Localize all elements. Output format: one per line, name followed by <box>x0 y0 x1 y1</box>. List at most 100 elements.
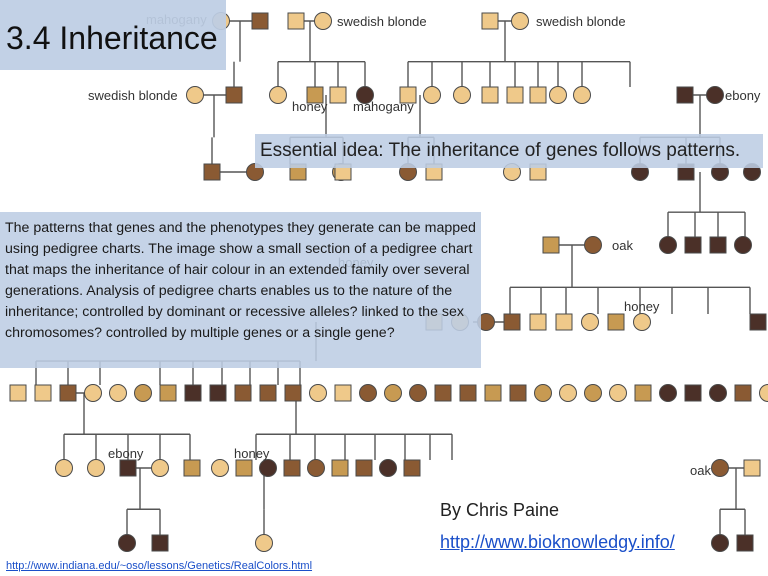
male-individual <box>709 236 727 254</box>
author-credit: By Chris Paine <box>440 500 560 520</box>
male-individual <box>542 236 560 254</box>
male-individual <box>355 459 373 477</box>
female-individual <box>584 236 602 254</box>
essential-idea-text: Essential idea: The inheritance of genes… <box>260 140 741 161</box>
male-individual <box>331 459 349 477</box>
male-individual <box>676 86 694 104</box>
label-honey-2: honey <box>624 299 660 314</box>
female-individual <box>549 86 567 104</box>
female-individual <box>659 236 677 254</box>
male-individual <box>306 86 324 104</box>
male-individual <box>403 459 421 477</box>
male-individual <box>506 86 524 104</box>
male-individual <box>159 384 177 402</box>
male-individual <box>684 236 702 254</box>
female-individual <box>659 384 677 402</box>
label-ebony-bottom: ebony <box>108 446 144 461</box>
male-individual <box>203 163 221 181</box>
label-honey-bottom: honey <box>234 446 270 461</box>
female-individual <box>759 384 768 402</box>
male-individual <box>283 459 301 477</box>
male-individual <box>459 384 477 402</box>
female-individual <box>151 459 169 477</box>
label-swedish-blonde-left: swedish blonde <box>88 88 178 103</box>
female-individual <box>87 459 105 477</box>
female-individual <box>379 459 397 477</box>
female-individual <box>423 86 441 104</box>
male-individual <box>235 459 253 477</box>
female-individual <box>134 384 152 402</box>
female-individual <box>706 86 724 104</box>
female-individual <box>255 534 273 552</box>
male-individual <box>287 12 305 30</box>
female-individual <box>584 384 602 402</box>
female-individual <box>211 459 229 477</box>
male-individual <box>59 384 77 402</box>
male-individual <box>736 534 754 552</box>
female-individual <box>55 459 73 477</box>
male-individual <box>529 86 547 104</box>
male-individual <box>399 86 417 104</box>
female-individual <box>109 384 127 402</box>
male-individual <box>555 313 573 331</box>
female-individual <box>314 12 332 30</box>
female-individual <box>453 86 471 104</box>
male-individual <box>749 313 767 331</box>
male-individual <box>509 384 527 402</box>
explanation-box: The patterns that genes and the phenotyp… <box>0 212 481 368</box>
female-individual <box>84 384 102 402</box>
label-mahogany-2: mahogany <box>353 99 414 114</box>
male-individual <box>119 459 137 477</box>
male-individual <box>251 12 269 30</box>
female-individual <box>581 313 599 331</box>
female-individual <box>409 384 427 402</box>
male-individual <box>743 459 761 477</box>
female-individual <box>259 459 277 477</box>
male-individual <box>259 384 277 402</box>
male-individual <box>329 86 347 104</box>
title-box: 3.4 Inheritance <box>0 0 226 70</box>
male-individual <box>34 384 52 402</box>
source-link[interactable]: http://www.indiana.edu/~oso/lessons/Gene… <box>6 560 313 572</box>
female-individual <box>711 534 729 552</box>
male-individual <box>334 384 352 402</box>
male-individual <box>225 86 243 104</box>
label-ebony-right: ebony <box>725 88 761 103</box>
female-individual <box>359 384 377 402</box>
label-honey-1: honey <box>292 99 328 114</box>
label-swedish-blonde-1: swedish blonde <box>337 14 427 29</box>
female-individual <box>709 384 727 402</box>
male-individual <box>529 313 547 331</box>
female-individual <box>559 384 577 402</box>
male-individual <box>481 12 499 30</box>
female-individual <box>734 236 752 254</box>
page-title: 3.4 Inheritance <box>6 20 218 56</box>
female-individual <box>356 86 374 104</box>
male-individual <box>484 384 502 402</box>
male-individual <box>284 384 302 402</box>
label-swedish-blonde-2: swedish blonde <box>536 14 626 29</box>
female-individual <box>511 12 529 30</box>
label-oak-1: oak <box>612 238 633 253</box>
bioknowledgy-link[interactable]: http://www.bioknowledgy.info/ <box>440 532 675 552</box>
male-individual <box>734 384 752 402</box>
male-individual <box>434 384 452 402</box>
female-individual <box>307 459 325 477</box>
male-individual <box>9 384 27 402</box>
male-individual <box>183 459 201 477</box>
male-individual <box>607 313 625 331</box>
female-individual <box>711 459 729 477</box>
essential-idea-box: Essential idea: The inheritance of genes… <box>255 134 763 168</box>
label-oak-bottom: oak <box>690 463 711 478</box>
explanation-text: The patterns that genes and the phenotyp… <box>5 220 476 341</box>
female-individual <box>186 86 204 104</box>
male-individual <box>684 384 702 402</box>
male-individual <box>151 534 169 552</box>
female-individual <box>118 534 136 552</box>
male-individual <box>481 86 499 104</box>
male-individual <box>503 313 521 331</box>
male-individual <box>184 384 202 402</box>
male-individual <box>209 384 227 402</box>
female-individual <box>534 384 552 402</box>
